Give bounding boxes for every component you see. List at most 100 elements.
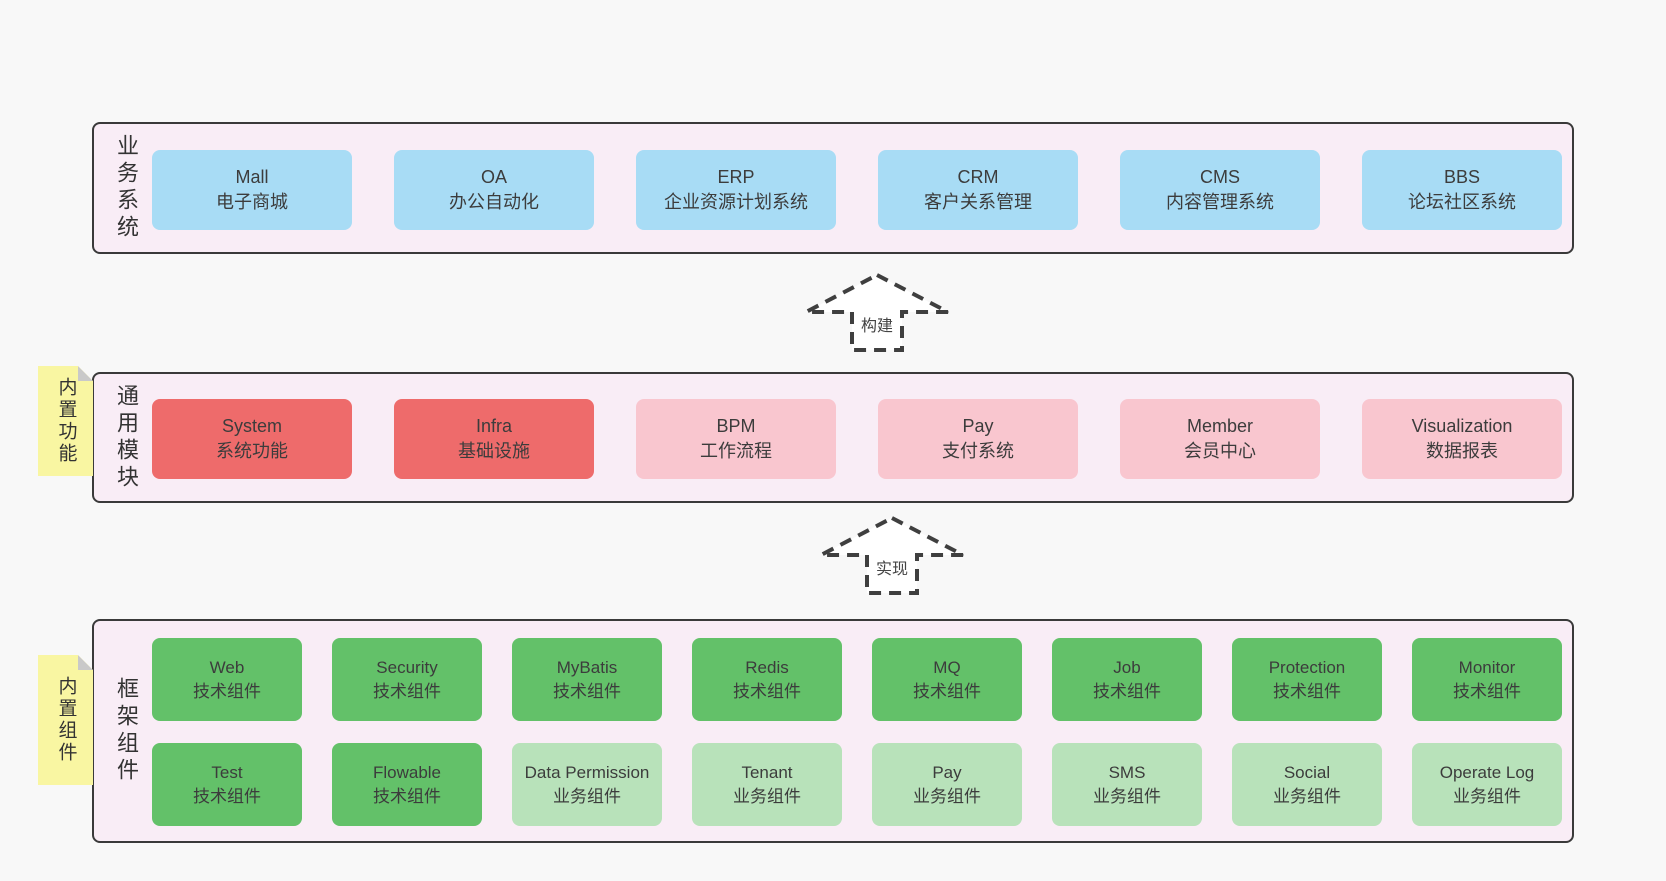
box-subtitle: 业务组件 bbox=[1453, 786, 1521, 806]
business-boxes-row: Mall 电子商城 OA 办公自动化 ERP 企业资源计划系统 CRM 客户关系… bbox=[152, 150, 1562, 230]
box-flowable: Flowable 技术组件 bbox=[332, 743, 482, 826]
box-title: Pay bbox=[932, 762, 962, 782]
box-operate-log: Operate Log 业务组件 bbox=[1412, 743, 1562, 826]
box-title: SMS bbox=[1108, 762, 1146, 782]
box-subtitle: 技术组件 bbox=[373, 786, 441, 806]
box-job: Job 技术组件 bbox=[1052, 638, 1202, 721]
box-title: MyBatis bbox=[556, 657, 618, 677]
box-pay-biz: Pay 业务组件 bbox=[872, 743, 1022, 826]
layer-business-systems: 业务系统 Mall 电子商城 OA 办公自动化 ERP 企业资源计划系统 CRM… bbox=[92, 122, 1574, 254]
box-subtitle: 企业资源计划系统 bbox=[664, 192, 808, 212]
box-subtitle: 技术组件 bbox=[373, 681, 441, 701]
box-title: Job bbox=[1113, 657, 1141, 677]
box-subtitle: 技术组件 bbox=[1453, 681, 1521, 701]
arrow-implement-label: 实现 bbox=[872, 555, 912, 579]
box-data-permission: Data Permission 业务组件 bbox=[512, 743, 662, 826]
box-title: Visualization bbox=[1411, 416, 1513, 436]
box-title: Operate Log bbox=[1439, 762, 1535, 782]
box-subtitle: 业务组件 bbox=[1273, 786, 1341, 806]
box-cms: CMS 内容管理系统 bbox=[1120, 150, 1320, 230]
box-crm: CRM 客户关系管理 bbox=[878, 150, 1078, 230]
box-subtitle: 数据报表 bbox=[1426, 441, 1498, 461]
note-text: 内置组件 bbox=[55, 676, 77, 764]
box-title: Data Permission bbox=[524, 762, 650, 782]
box-subtitle: 技术组件 bbox=[1093, 681, 1161, 701]
box-title: Monitor bbox=[1458, 657, 1516, 677]
box-sms: SMS 业务组件 bbox=[1052, 743, 1202, 826]
folded-corner-icon bbox=[78, 655, 93, 670]
box-social: Social 业务组件 bbox=[1232, 743, 1382, 826]
box-subtitle: 内容管理系统 bbox=[1166, 192, 1274, 212]
box-subtitle: 技术组件 bbox=[1273, 681, 1341, 701]
box-title: Web bbox=[209, 657, 245, 677]
box-subtitle: 客户关系管理 bbox=[924, 192, 1032, 212]
box-redis: Redis 技术组件 bbox=[692, 638, 842, 721]
box-title: Tenant bbox=[741, 762, 793, 782]
box-title: Flowable bbox=[372, 762, 442, 782]
box-title: CMS bbox=[1200, 167, 1240, 187]
box-title: Protection bbox=[1268, 657, 1346, 677]
folded-corner-icon bbox=[78, 366, 93, 381]
layer-framework-side-label: 框架组件 bbox=[114, 677, 139, 785]
framework-boxes-row-1: Web 技术组件 Security 技术组件 MyBatis 技术组件 Redi… bbox=[152, 638, 1562, 721]
box-visualization: Visualization 数据报表 bbox=[1362, 399, 1562, 479]
box-title: CRM bbox=[957, 167, 999, 187]
box-infra: Infra 基础设施 bbox=[394, 399, 594, 479]
box-subtitle: 电子商城 bbox=[216, 192, 288, 212]
box-subtitle: 业务组件 bbox=[733, 786, 801, 806]
box-web: Web 技术组件 bbox=[152, 638, 302, 721]
box-protection: Protection 技术组件 bbox=[1232, 638, 1382, 721]
box-title: Pay bbox=[962, 416, 994, 436]
box-security: Security 技术组件 bbox=[332, 638, 482, 721]
box-member: Member 会员中心 bbox=[1120, 399, 1320, 479]
box-title: Redis bbox=[745, 657, 789, 677]
arrow-build: 构建 bbox=[802, 271, 952, 353]
layer-business-side-label: 业务系统 bbox=[114, 134, 139, 242]
framework-boxes-row-2: Test 技术组件 Flowable 技术组件 Data Permission … bbox=[152, 743, 1562, 826]
box-bbs: BBS 论坛社区系统 bbox=[1362, 150, 1562, 230]
box-test: Test 技术组件 bbox=[152, 743, 302, 826]
box-subtitle: 业务组件 bbox=[913, 786, 981, 806]
box-mall: Mall 电子商城 bbox=[152, 150, 352, 230]
note-built-in-components: 内置组件 bbox=[38, 655, 93, 785]
box-mybatis: MyBatis 技术组件 bbox=[512, 638, 662, 721]
box-subtitle: 工作流程 bbox=[700, 441, 772, 461]
box-erp: ERP 企业资源计划系统 bbox=[636, 150, 836, 230]
common-boxes-row: System 系统功能 Infra 基础设施 BPM 工作流程 Pay 支付系统… bbox=[152, 399, 1562, 479]
box-subtitle: 技术组件 bbox=[193, 681, 261, 701]
arrow-build-label: 构建 bbox=[857, 312, 897, 336]
box-system: System 系统功能 bbox=[152, 399, 352, 479]
layer-common-modules: 通用模块 System 系统功能 Infra 基础设施 BPM 工作流程 Pay… bbox=[92, 372, 1574, 503]
box-subtitle: 技术组件 bbox=[553, 681, 621, 701]
box-title: Security bbox=[376, 657, 438, 677]
box-title: System bbox=[221, 416, 282, 436]
box-subtitle: 系统功能 bbox=[216, 441, 288, 461]
box-tenant: Tenant 业务组件 bbox=[692, 743, 842, 826]
box-subtitle: 业务组件 bbox=[553, 786, 621, 806]
box-subtitle: 论坛社区系统 bbox=[1408, 192, 1516, 212]
box-subtitle: 办公自动化 bbox=[449, 192, 539, 212]
box-title: MQ bbox=[933, 657, 961, 677]
box-subtitle: 基础设施 bbox=[458, 441, 530, 461]
box-bpm: BPM 工作流程 bbox=[636, 399, 836, 479]
note-built-in-features: 内置功能 bbox=[38, 366, 93, 476]
box-title: Social bbox=[1283, 762, 1331, 782]
box-mq: MQ 技术组件 bbox=[872, 638, 1022, 721]
box-title: Mall bbox=[235, 167, 269, 187]
box-title: BBS bbox=[1443, 167, 1481, 187]
box-subtitle: 业务组件 bbox=[1093, 786, 1161, 806]
box-oa: OA 办公自动化 bbox=[394, 150, 594, 230]
box-title: BPM bbox=[716, 416, 756, 436]
box-title: OA bbox=[480, 167, 507, 187]
box-subtitle: 技术组件 bbox=[733, 681, 801, 701]
box-pay: Pay 支付系统 bbox=[878, 399, 1078, 479]
box-title: ERP bbox=[717, 167, 755, 187]
arrow-implement: 实现 bbox=[817, 514, 967, 596]
box-title: Infra bbox=[475, 416, 513, 436]
box-subtitle: 会员中心 bbox=[1184, 441, 1256, 461]
box-subtitle: 技术组件 bbox=[913, 681, 981, 701]
note-text: 内置功能 bbox=[55, 377, 77, 465]
box-monitor: Monitor 技术组件 bbox=[1412, 638, 1562, 721]
box-subtitle: 技术组件 bbox=[193, 786, 261, 806]
